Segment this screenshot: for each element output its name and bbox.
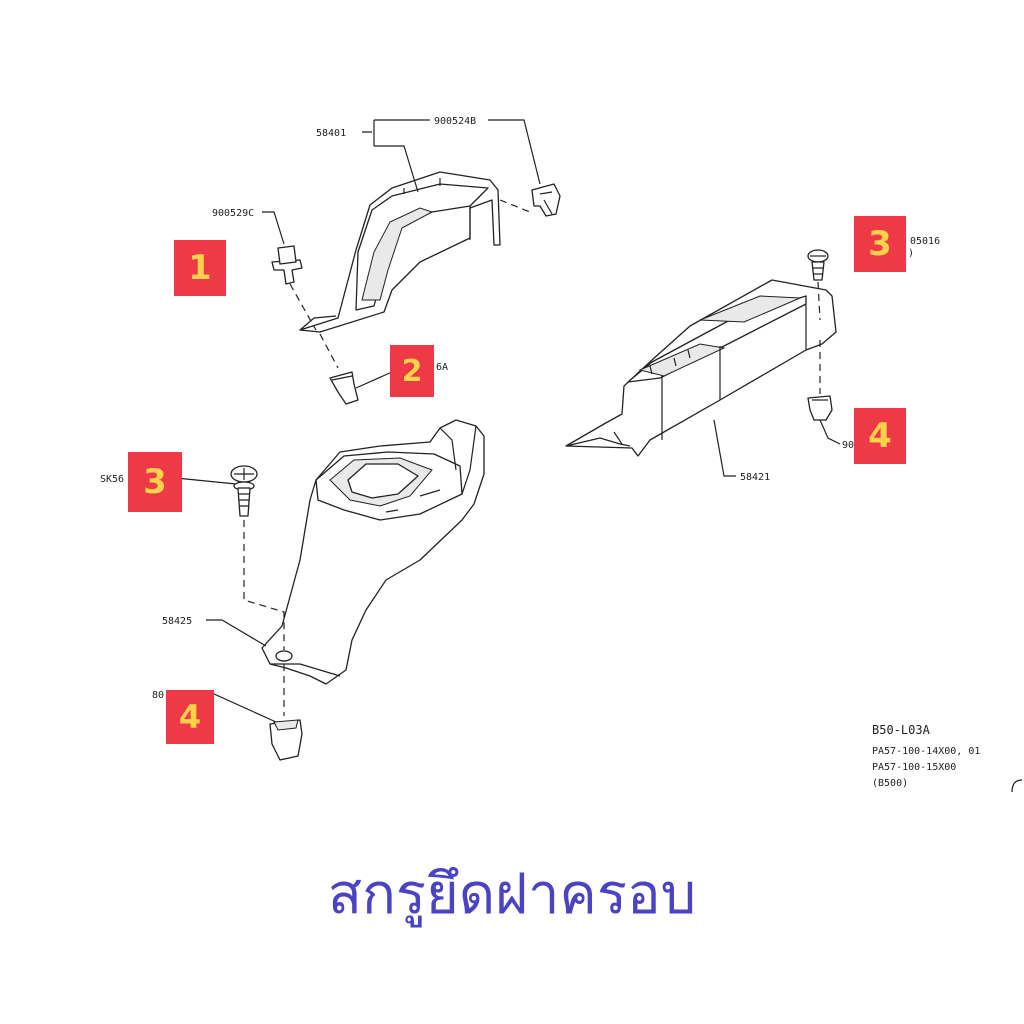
reference-code: B50-L03A — [872, 723, 931, 737]
part-label-58425: 58425 — [162, 616, 192, 627]
nut-80: 80 — [152, 664, 303, 761]
part-label-80: 80 — [152, 690, 164, 701]
grommet-6a: 6A — [319, 333, 448, 405]
reference-line-2: PA57-100-15X00 — [872, 762, 956, 773]
reference-line-1: PA57-100-14X00, 01 — [872, 746, 980, 757]
pin-900529c: 900529C — [212, 208, 317, 331]
nut-90: 90 — [807, 340, 854, 451]
callout-badge-1: 1 — [174, 240, 226, 296]
part-label-58421: 58421 — [740, 472, 770, 483]
part-label-900529c: 900529C — [212, 208, 254, 219]
part-label-90: 90 — [842, 440, 854, 451]
reference-block: B50-L03A PA57-100-14X00, 01 PA57-100-15X… — [872, 723, 1023, 793]
shifter-cover-58401 — [299, 171, 501, 333]
console-58421: 58421 — [565, 279, 837, 483]
caption-title: สกรูยึดฝาครอบ — [327, 862, 697, 927]
part-label-05016: 05016 — [910, 236, 940, 247]
callout-badge-3-right: 3 — [854, 216, 906, 272]
screw-05016: 05016 ) — [807, 236, 940, 321]
callout-badge-2: 2 — [390, 345, 434, 397]
part-label-sk56: SK56 — [100, 474, 124, 485]
callout-badge-3-left: 3 — [128, 452, 182, 512]
clip-900524b — [499, 183, 561, 217]
part-label-900524b: 900524B — [434, 116, 476, 127]
console-58425: 58425 — [162, 419, 485, 685]
part-label-58401: 58401 — [316, 128, 346, 139]
callout-badge-4-right: 4 — [854, 408, 906, 464]
corner-mark — [1011, 779, 1023, 793]
screw-sk56: SK56 — [100, 465, 285, 650]
label-group-58401: 58401 900524B — [316, 116, 541, 193]
reference-line-3: (B500) — [872, 778, 908, 789]
part-label-6a: 6A — [436, 362, 448, 373]
bracket-glyph: ) — [908, 248, 914, 259]
callout-badge-4-left: 4 — [166, 690, 214, 744]
